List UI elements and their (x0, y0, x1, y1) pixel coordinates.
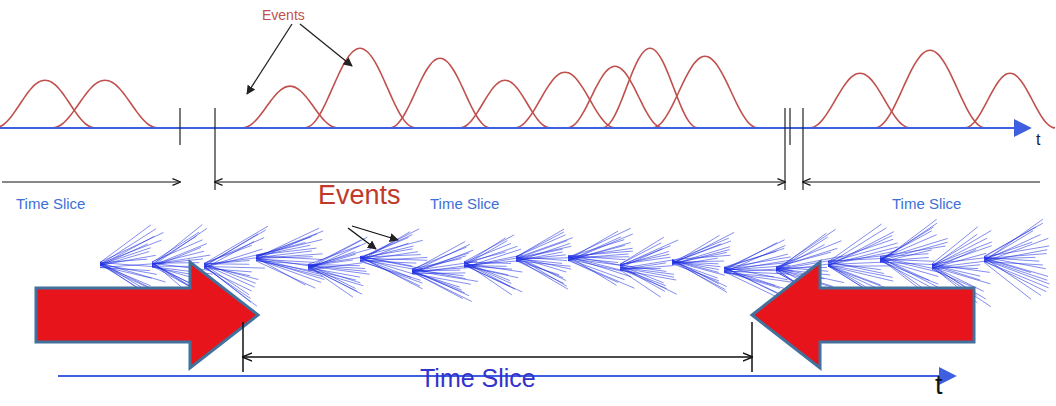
slice-dimension (2, 181, 1040, 182)
axis-label: t (935, 372, 943, 399)
events-label: Events (262, 8, 305, 22)
time-slice-label: Time Slice (892, 196, 961, 211)
event-curves (0, 48, 1055, 128)
time-slice-label: Time Slice (430, 196, 499, 211)
time-slice-label: Time Slice (16, 196, 85, 211)
boundary-arrow (752, 262, 974, 368)
slice-ticks (180, 108, 803, 190)
leader-arrow (348, 226, 398, 249)
axis-label: t (1036, 132, 1040, 148)
time-slice-label: Time Slice (420, 366, 536, 391)
leader-arrow (247, 24, 352, 94)
slice-dimension (243, 322, 752, 372)
time-axis (0, 127, 1030, 129)
events-label: Events (318, 182, 401, 209)
boundary-arrow (36, 262, 258, 368)
